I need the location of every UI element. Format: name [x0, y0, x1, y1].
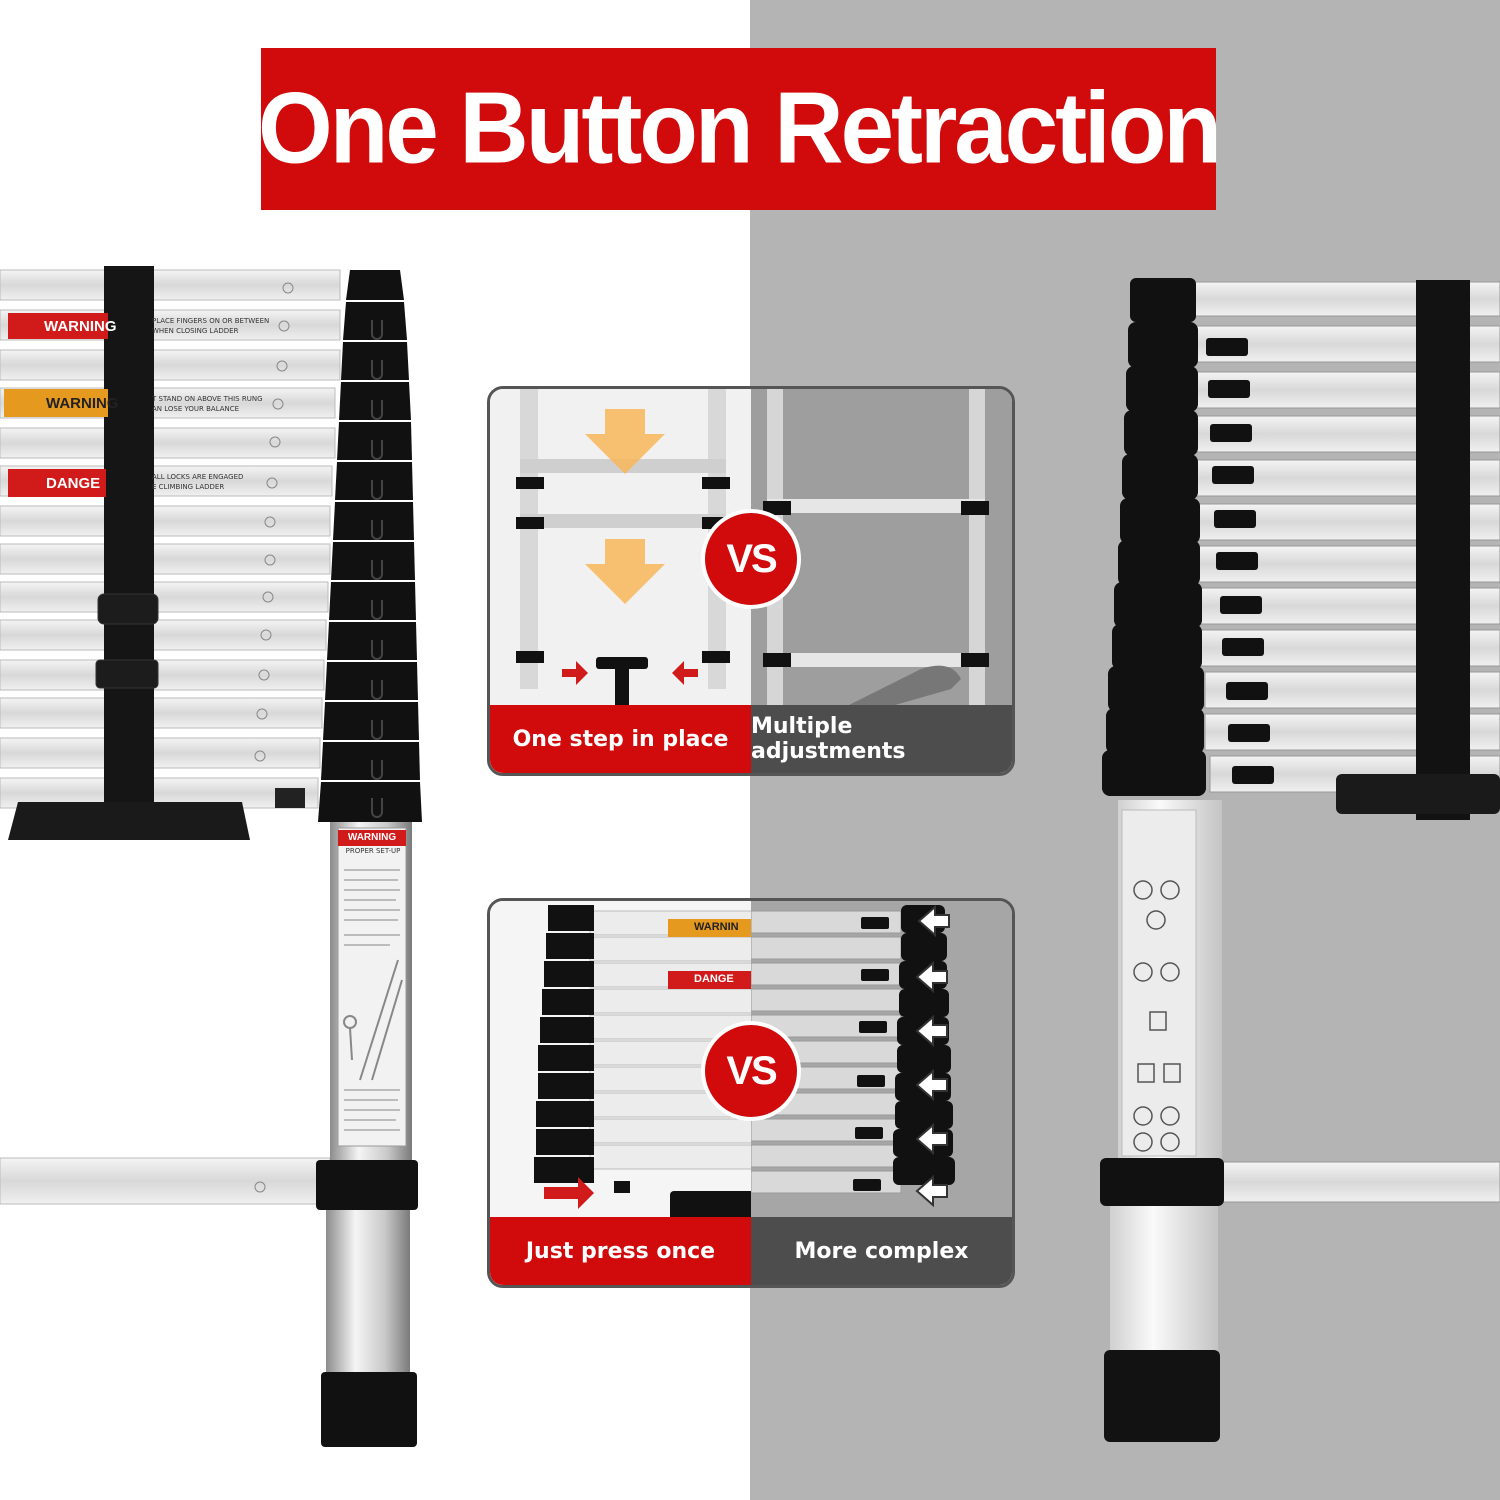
banner-title: One Button Retraction: [258, 72, 1222, 185]
vs-badge-bottom: VS: [701, 1021, 801, 1121]
press-once-danger-text: DANGE: [694, 973, 734, 985]
warning-sticker-2: WARNING: [4, 389, 119, 417]
vs-badge-top: VS: [701, 509, 801, 609]
warning-note-1-line2: WHEN CLOSING LADDER: [152, 327, 239, 335]
warning-note-2-line1: T STAND ON ABOVE THIS RUNG: [152, 395, 263, 403]
warning-note-1: PLACE FINGERS ON OR BETWEEN WHEN CLOSING…: [152, 316, 269, 336]
warning-note-2: T STAND ON ABOVE THIS RUNG AN LOSE YOUR …: [152, 394, 263, 414]
warning-sticker-2-text: WARNING: [46, 394, 119, 412]
danger-note-line2: E CLIMBING LADDER: [152, 483, 225, 491]
caption-more-complex: More complex: [751, 1217, 1012, 1285]
multiple-adjustments-illustration: [763, 389, 989, 709]
warning-sticker-1: WARNING: [8, 313, 117, 339]
comparison-bottom-left: WARNIN DANGE Just press once: [490, 901, 751, 1285]
warning-sticker-1-text: WARNING: [44, 317, 117, 335]
danger-sticker-text: DANGE: [46, 474, 101, 492]
caption-one-step: One step in place: [490, 705, 751, 773]
title-banner: One Button Retraction: [258, 48, 1222, 210]
pole-warning-label: WARNING: [338, 830, 406, 846]
danger-sticker: DANGE: [8, 469, 106, 497]
caption-just-press-once: Just press once: [490, 1217, 751, 1285]
warning-note-2-line2: AN LOSE YOUR BALANCE: [152, 405, 240, 413]
danger-note-line1: ALL LOCKS ARE ENGAGED: [152, 473, 244, 481]
press-once-danger-label: DANGE: [694, 973, 734, 985]
pole-warning-subtitle: PROPER SET-UP: [345, 847, 401, 855]
press-once-illustration: [490, 901, 751, 1221]
comparison-panel-bottom: WARNIN DANGE Just press once: [487, 898, 1015, 1288]
right-ladder: [1100, 278, 1500, 1442]
caption-multiple-adjustments: Multiple adjustments: [751, 705, 1012, 773]
danger-note: ALL LOCKS ARE ENGAGED E CLIMBING LADDER: [152, 472, 243, 492]
left-ladder-rungs: [0, 269, 341, 1205]
warning-note-1-line1: PLACE FINGERS ON OR BETWEEN: [152, 317, 270, 325]
pole-warning-title: WARNING: [347, 832, 397, 843]
comparison-panel-top: One step in place Multiple adjustments V…: [487, 386, 1015, 776]
press-once-warning-text: WARNIN: [694, 921, 739, 933]
press-once-warning-label: WARNIN: [694, 921, 739, 933]
